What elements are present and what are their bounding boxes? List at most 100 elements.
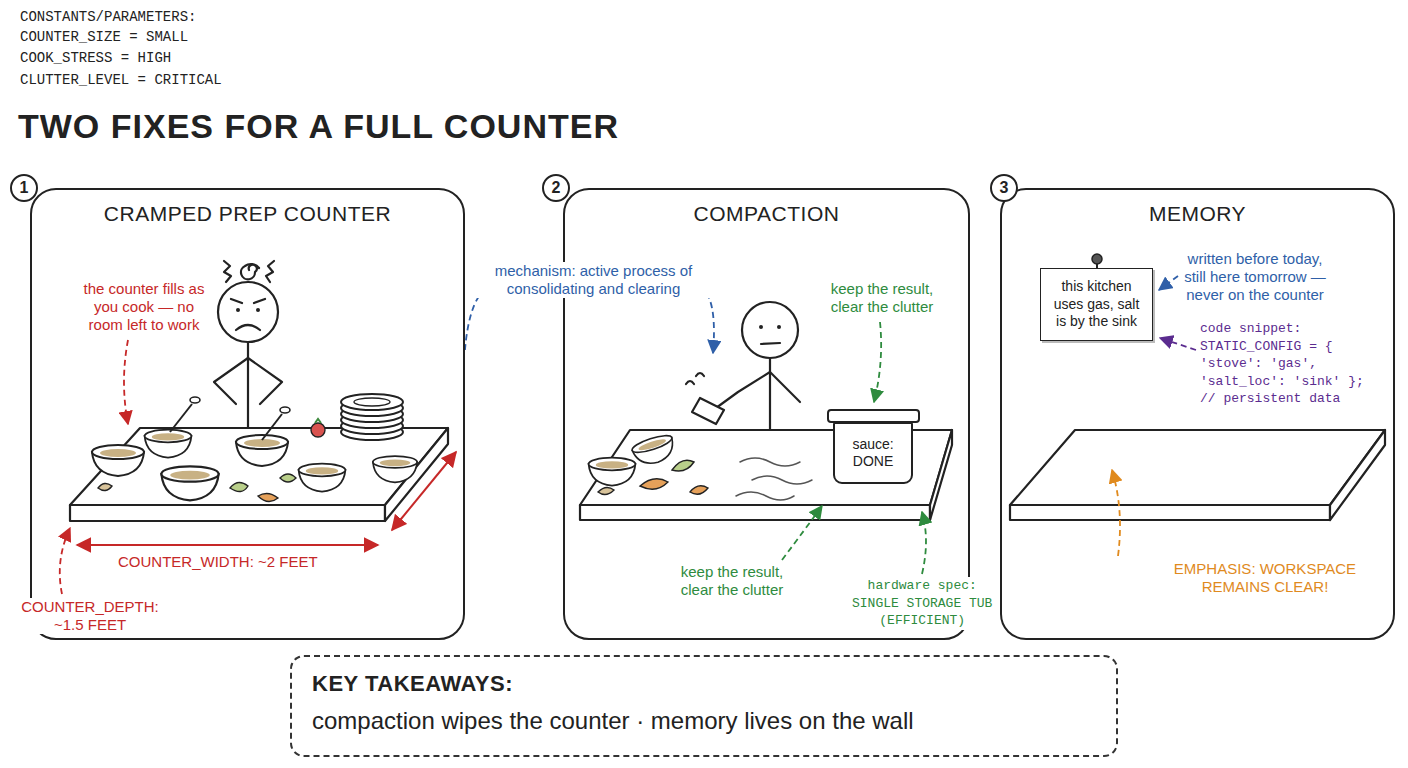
stressed-cook xyxy=(214,261,282,432)
panel: CRAMPED PREP COUNTER xyxy=(30,188,465,640)
stressed-cook xyxy=(214,358,248,404)
leader-line xyxy=(1160,338,1196,350)
panel-heading: CRAMPED PREP COUNTER xyxy=(32,202,463,226)
stressed-cook xyxy=(266,261,274,282)
label-holder: written before today, still here tomorro… xyxy=(1180,250,1330,304)
parameter-line: COUNTER_SIZE = SMALL xyxy=(20,28,340,47)
takeaways-box: KEY TAKEAWAYS:compaction wipes the count… xyxy=(290,655,1118,757)
calm-cook xyxy=(686,302,800,432)
calm-cook xyxy=(769,358,771,432)
clutter xyxy=(92,445,144,476)
callout-note: written before today, still here tomorro… xyxy=(1180,250,1330,304)
stressed-cook xyxy=(231,299,265,303)
step-number: 3 xyxy=(990,174,1018,202)
scraps xyxy=(589,458,636,486)
step-number-text: 3 xyxy=(1000,180,1009,196)
sticky-note: this kitchen uses gas, salt is by the si… xyxy=(1040,268,1153,341)
edge-label-holder: mechanism: active process of consolidati… xyxy=(475,262,712,298)
clear-counter xyxy=(1010,505,1330,520)
stressed-cook xyxy=(236,308,240,312)
callout-note: the counter fills as you cook — no room … xyxy=(80,280,208,334)
stressed-cook xyxy=(218,282,278,342)
code-snippet: code snippet: STATIC_CONFIG = { 'stove':… xyxy=(1200,320,1364,408)
callout-note: keep the result, clear the clutter xyxy=(672,563,792,599)
parameter-line: CONSTANTS/PARAMETERS: xyxy=(20,8,340,27)
clutter xyxy=(354,398,390,406)
scraps xyxy=(630,432,677,468)
tub-lid xyxy=(828,410,919,422)
label-holder: CONSTANTS/PARAMETERS: xyxy=(20,8,340,27)
dimension-label: COUNTER_DEPTH: ~1.5 FEET xyxy=(15,598,165,634)
clean-counter xyxy=(930,430,952,520)
clutter xyxy=(190,397,200,403)
prep-counter xyxy=(70,428,448,521)
wipe-marks xyxy=(736,458,812,500)
title: TWO FIXES FOR A FULL COUNTER xyxy=(18,106,619,147)
pin xyxy=(1092,254,1102,264)
label-holder: code snippet: STATIC_CONFIG = { 'stove':… xyxy=(1200,320,1364,408)
storage-tub: sauce: DONE xyxy=(833,422,913,484)
label-holder: COUNTER_DEPTH: ~1.5 FEET xyxy=(15,598,165,634)
clean-counter xyxy=(580,505,930,520)
step-number-text: 2 xyxy=(552,180,561,196)
leader-line xyxy=(922,512,926,574)
calm-cook xyxy=(777,325,781,329)
stressed-cook xyxy=(241,264,259,279)
panel-heading: COMPACTION xyxy=(565,202,968,226)
clear-counter xyxy=(1010,430,1385,520)
wipe-marks xyxy=(736,492,794,500)
clutter xyxy=(315,419,321,423)
label-holder: hardware spec: SINGLE STORAGE TUB (EFFIC… xyxy=(852,577,992,630)
wipe-marks xyxy=(740,458,800,466)
clutter xyxy=(299,464,346,492)
edge-label: mechanism: active process of consolidati… xyxy=(475,262,712,298)
calm-cook xyxy=(686,373,704,384)
clutter xyxy=(92,394,417,502)
scraps xyxy=(598,487,614,494)
takeaway-text: compaction wipes the counter · memory li… xyxy=(312,707,1096,735)
dimension-arrow xyxy=(392,452,456,530)
wipe-marks xyxy=(752,476,812,484)
clutter xyxy=(170,404,192,432)
label-holder: COOK_STRESS = HIGH xyxy=(20,49,340,68)
scraps xyxy=(690,486,708,495)
leader-line xyxy=(874,322,881,402)
spec-note: hardware spec: SINGLE STORAGE TUB (EFFIC… xyxy=(852,577,992,630)
step-number: 1 xyxy=(10,174,38,202)
clutter xyxy=(145,430,192,458)
clutter xyxy=(258,493,278,501)
label-holder: COUNTER_WIDTH: ~2 FEET xyxy=(118,553,368,571)
calm-cook xyxy=(761,343,780,344)
leader-line xyxy=(60,528,70,594)
calm-cook xyxy=(716,372,770,408)
scraps xyxy=(672,460,694,471)
stressed-cook xyxy=(224,261,231,282)
clutter xyxy=(98,483,112,490)
calm-cook xyxy=(692,398,724,424)
title-holder: TWO FIXES FOR A FULL COUNTER xyxy=(18,106,619,147)
clear-counter xyxy=(1010,430,1385,505)
calm-cook xyxy=(742,302,798,358)
prep-counter xyxy=(70,428,448,505)
clear-counter xyxy=(1330,430,1385,520)
label-holder: EMPHASIS: WORKSPACE REMAINS CLEAR! xyxy=(1165,560,1365,596)
stressed-cook xyxy=(248,358,282,404)
pin xyxy=(1092,254,1102,268)
clutter xyxy=(230,482,248,491)
clutter xyxy=(341,394,403,410)
clutter xyxy=(262,414,282,440)
label-holder: the counter fills as you cook — no room … xyxy=(80,280,208,334)
clutter xyxy=(280,474,296,482)
step-number-text: 1 xyxy=(20,180,29,196)
step-number: 2 xyxy=(542,174,570,202)
emphasis-note: EMPHASIS: WORKSPACE REMAINS CLEAR! xyxy=(1165,560,1365,596)
tub-lid xyxy=(828,410,919,422)
clutter xyxy=(373,456,417,482)
tub-label: sauce: DONE xyxy=(845,436,901,470)
calm-cook xyxy=(759,325,763,329)
leader-line xyxy=(782,506,822,560)
label-holder: keep the result, clear the clutter xyxy=(672,563,792,599)
calm-cook xyxy=(770,372,800,402)
leader-line xyxy=(124,340,128,424)
